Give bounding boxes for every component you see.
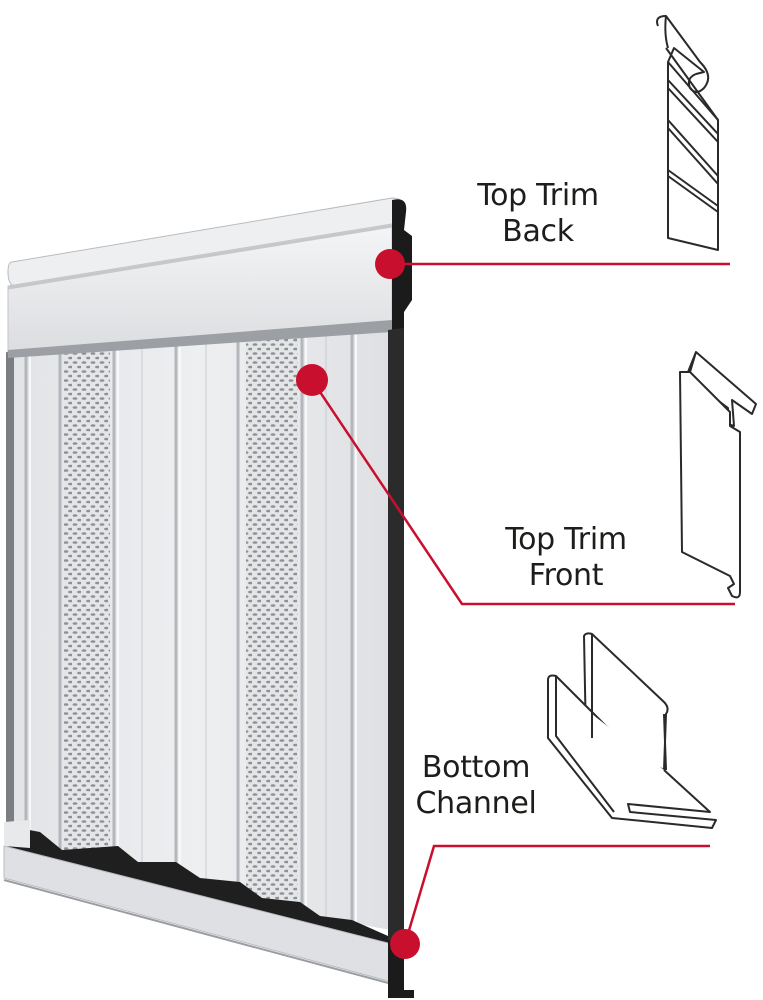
callout-dots <box>296 249 420 959</box>
label-top-trim-front-line2: Front <box>528 558 604 593</box>
label-top-trim-front-line1: Top Trim <box>505 522 627 557</box>
label-top-trim-back: Top Trim Back <box>438 178 638 250</box>
callout-lines <box>310 262 735 945</box>
label-top-trim-back-line1: Top Trim <box>477 178 599 213</box>
top-trim-front-profile-illustration <box>679 351 757 599</box>
label-bottom-channel-line2: Channel <box>415 786 537 821</box>
panel-left-edge <box>6 351 14 860</box>
top-trim <box>7 197 412 358</box>
callout-dot-top-trim-front <box>296 364 328 396</box>
callout-line-top-trim-front <box>310 379 735 606</box>
label-bottom-channel: Bottom Channel <box>376 750 576 822</box>
label-top-trim-front: Top Trim Front <box>466 522 666 594</box>
label-top-trim-back-line2: Back <box>502 214 574 249</box>
top-trim-back-profile-illustration <box>656 15 719 251</box>
bottom-channel-profile-illustration <box>547 632 717 829</box>
vent-strip-left <box>64 330 110 880</box>
callout-dot-top-trim-back <box>375 249 405 279</box>
callout-dot-bottom-channel <box>390 929 420 959</box>
vent-strip-right <box>246 330 298 920</box>
panel-right-edge <box>388 328 404 968</box>
bottom-channel-shadow <box>8 826 388 946</box>
soffit-panel <box>6 330 390 930</box>
callout-line-bottom-channel <box>403 844 710 945</box>
panel-ribs <box>24 330 357 930</box>
bottom-channel-installed <box>3 820 414 998</box>
label-bottom-channel-line1: Bottom <box>421 750 531 785</box>
